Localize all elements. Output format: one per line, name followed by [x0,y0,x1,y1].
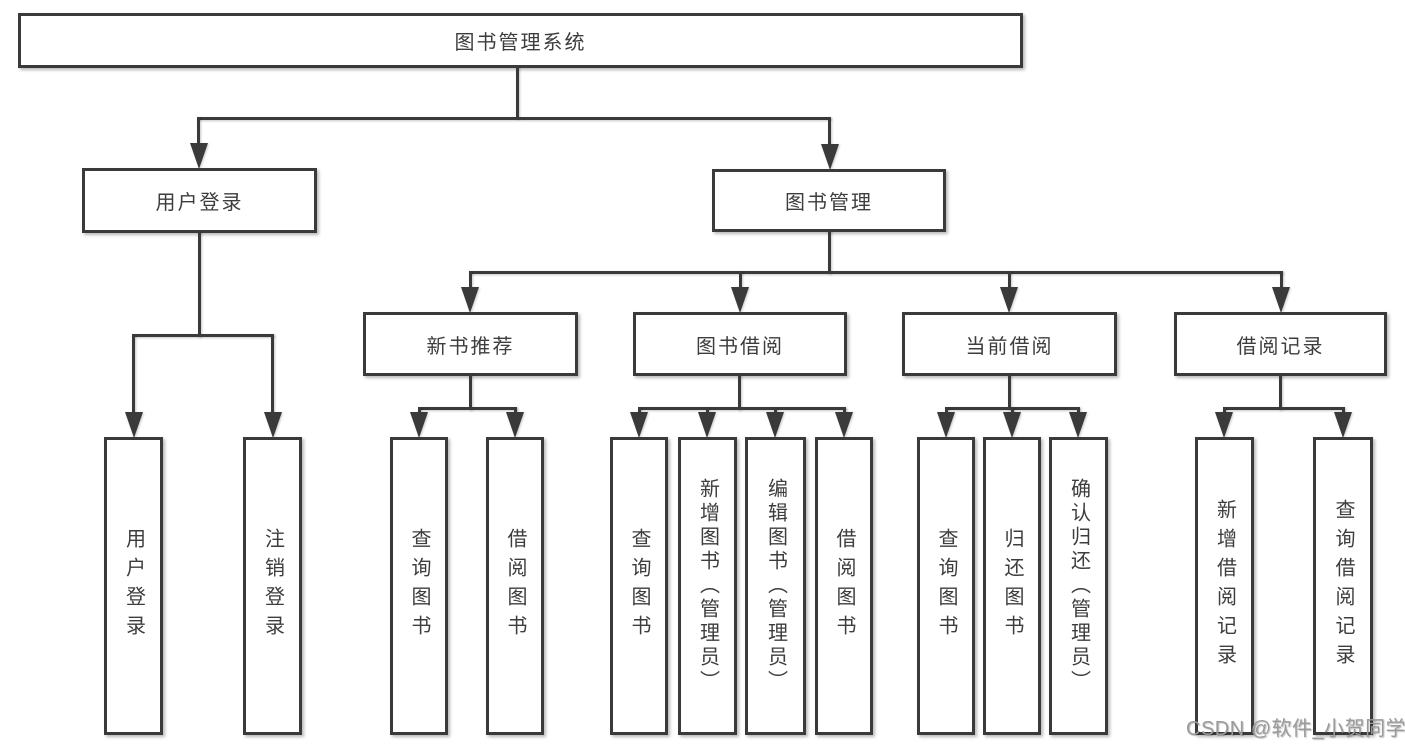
edge-borrowing-drop [738,374,741,410]
leaf-bb-edit-books-admin: 编辑图书（管理员） [745,437,806,735]
leaf-label: 新增图书（管理员） [696,478,719,694]
node-new-book-recommend: 新书推荐 [363,312,578,376]
node-label: 图书管理系统 [454,32,587,54]
leaf-label: 编辑图书（管理员） [764,478,787,694]
arrowhead-bb-query [630,412,648,438]
edge-to-leaf-logout [271,334,274,414]
arrowhead-bb-add [698,412,716,438]
leaf-label: 新增借阅记录 [1213,499,1236,673]
edge-to-book-mgmt [828,117,831,146]
leaf-bb-add-books-admin: 新增图书（管理员） [678,437,737,735]
leaf-label: 借阅图书 [833,528,855,644]
node-book-borrowing: 图书借阅 [633,312,847,376]
node-book-management: 图书管理 [712,169,946,232]
edge-level3-bar [469,271,1283,274]
leaf-logout: 注销登录 [243,437,302,735]
arrowhead-bb-edit [766,412,784,438]
edge-new-rec-drop [469,374,472,410]
arrowhead-leaf-user-login [125,412,143,438]
edge-book-mgmt-drop [828,230,831,274]
leaf-label: 查询图书 [408,528,430,644]
leaf-bb-borrow-books: 借阅图书 [815,437,873,735]
arrowhead-cb-confirm [1069,412,1087,438]
leaf-rec-query-books: 查询图书 [390,437,448,735]
leaf-label: 确认归还（管理员） [1067,478,1090,694]
edge-user-login-bar [132,334,274,337]
leaf-cb-confirm-return-admin: 确认归还（管理员） [1049,437,1108,735]
arrowhead-user-login [190,143,208,169]
leaf-cb-return-books: 归还图书 [983,437,1041,735]
leaf-label: 归还图书 [1001,528,1023,644]
edge-level2-bar [197,117,831,120]
leaf-label: 用户登录 [122,528,145,644]
edge-to-current-borrowing [1008,271,1011,290]
edge-to-user-login [197,117,200,145]
arrowhead-book-borrowing [731,287,749,313]
node-label: 借阅记录 [1236,335,1325,358]
arrowhead-rec-borrow [506,412,524,438]
leaf-label: 查询图书 [935,528,957,644]
leaf-user-login: 用户登录 [104,437,163,735]
leaf-br-query-record: 查询借阅记录 [1313,437,1373,735]
arrowhead-leaf-logout [264,412,282,438]
arrowhead-br-query [1334,412,1352,438]
leaf-bb-query-books: 查询图书 [610,437,668,735]
node-label: 用户登录 [155,192,244,214]
leaf-br-add-record: 新增借阅记录 [1195,437,1254,735]
arrowhead-current-borrowing [1000,287,1018,313]
edge-to-borrowing-records [1280,271,1283,290]
leaf-label: 查询图书 [628,528,650,644]
node-library-management-system: 图书管理系统 [18,13,1023,68]
node-user-login: 用户登录 [82,168,317,233]
edge-records-bar [1223,407,1344,410]
edge-to-new-book-rec [469,271,472,290]
arrowhead-cb-return [1003,412,1021,438]
edge-current-drop [1008,374,1011,410]
arrowhead-br-add [1215,412,1233,438]
csdn-watermark: CSDN @软件_小贺同学 [1186,718,1405,740]
edge-to-book-borrowing [739,271,742,290]
edge-borrowing-bar [638,407,846,410]
arrowhead-borrowing-records [1272,287,1290,313]
node-current-borrowing: 当前借阅 [902,312,1117,376]
edge-root-drop [516,66,519,119]
edge-records-drop [1279,374,1282,410]
edge-to-leaf-user-login [132,334,135,414]
arrowhead-rec-query [410,412,428,438]
leaf-label: 借阅图书 [504,528,526,644]
leaf-rec-borrow-books: 借阅图书 [486,437,544,735]
node-borrowing-records: 借阅记录 [1174,312,1387,376]
leaf-label: 查询借阅记录 [1332,499,1354,673]
node-label: 图书管理 [785,192,873,214]
edge-new-rec-bar [418,407,517,410]
node-label: 图书借阅 [696,335,784,358]
arrowhead-bb-borrow [835,412,853,438]
arrowhead-book-mgmt [821,144,839,170]
arrowhead-cb-query [937,412,955,438]
node-label: 当前借阅 [965,335,1054,358]
node-label: 新书推荐 [426,335,515,358]
leaf-label: 注销登录 [261,528,284,644]
leaf-cb-query-books: 查询图书 [917,437,975,735]
arrowhead-new-book-rec [461,287,479,313]
edge-user-login-drop [198,231,201,337]
